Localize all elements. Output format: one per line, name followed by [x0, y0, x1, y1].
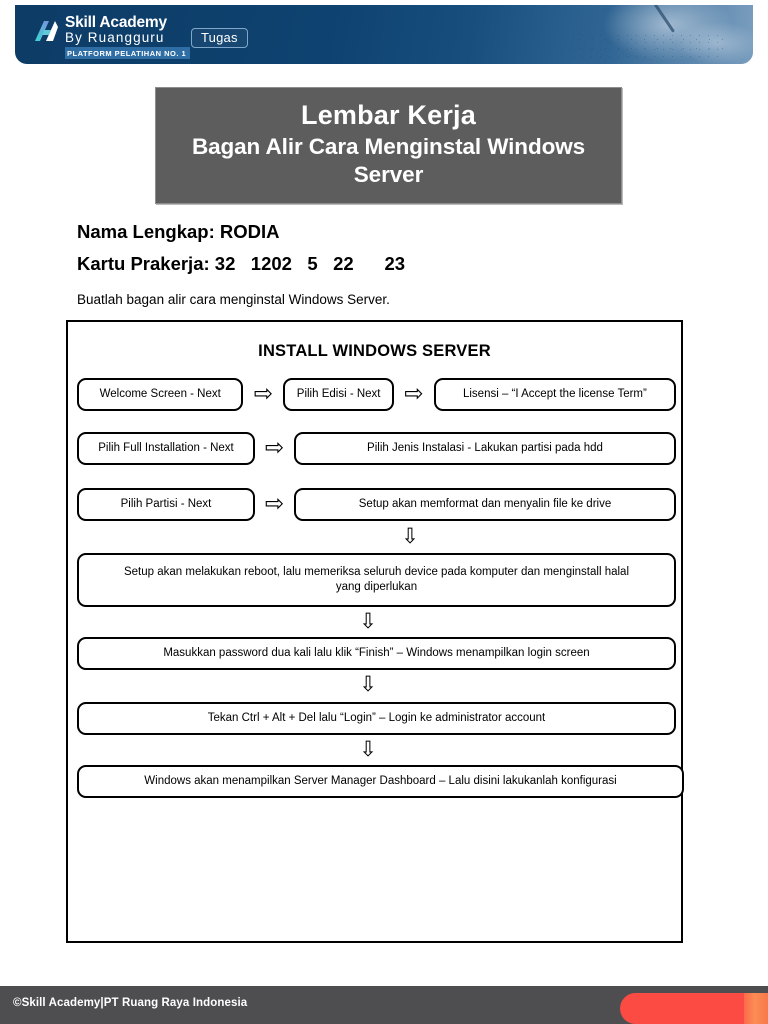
header-background-photo [453, 5, 753, 64]
flow-node-line-1: Setup akan melakukan reboot, lalu memeri… [123, 566, 629, 578]
skill-academy-logo-icon [33, 19, 59, 48]
paper-texture [573, 35, 723, 57]
instruction-text: Buatlah bagan alir cara menginstal Windo… [77, 292, 390, 307]
title-subtitle: Bagan Alir Cara Menginstal Windows Serve… [191, 134, 586, 187]
flow-node-password-finish: Masukkan password dua kali lalu klik “Fi… [77, 637, 676, 670]
title-main: Lembar Kerja [301, 100, 476, 130]
flow-node-reboot-device-check: Setup akan melakukan reboot, lalu memeri… [77, 553, 676, 607]
arrow-right-icon: ⇨ [253, 381, 274, 407]
full-name-field: Nama Lengkap: RODIA [77, 221, 280, 242]
arrow-down-icon: ⇩ [359, 737, 377, 761]
prakerja-card-field: Kartu Prakerja: 32 1202 5 22 23 [77, 253, 406, 274]
flow-node-pilih-partisi: Pilih Partisi - Next [77, 488, 255, 521]
arrow-right-icon: ⇨ [404, 381, 424, 407]
arrow-down-icon: ⇩ [359, 672, 377, 696]
footer-accent-pill [620, 993, 744, 1024]
flow-node-welcome-screen: Welcome Screen - Next [77, 378, 244, 411]
tugas-button[interactable]: Tugas [191, 28, 248, 48]
flow-row-2: Pilih Full Installation - Next ⇨ Pilih J… [77, 432, 676, 465]
flow-node-pilih-edisi: Pilih Edisi - Next [283, 378, 394, 411]
arrow-down-icon: ⇩ [359, 609, 377, 633]
footer-copyright: ©Skill Academy|PT Ruang Raya Indonesia [13, 997, 248, 1009]
page-footer: ©Skill Academy|PT Ruang Raya Indonesia [0, 986, 768, 1024]
worksheet-title-box: Lembar Kerja Bagan Alir Cara Menginstal … [155, 87, 622, 204]
flow-row-1: Welcome Screen - Next ⇨ Pilih Edisi - Ne… [77, 378, 676, 411]
pen-icon [649, 5, 675, 33]
flowchart-answer-area[interactable]: INSTALL WINDOWS SERVER Welcome Screen - … [66, 320, 684, 943]
logo-line-2: By Ruangguru [65, 30, 165, 45]
flow-node-server-manager-dashboard: Windows akan menampilkan Server Manager … [77, 765, 684, 798]
logo-line-1: Skill Academy [65, 14, 167, 31]
flow-node-format-salin-file: Setup akan memformat dan menyalin file k… [294, 488, 676, 521]
flow-node-jenis-instalasi: Pilih Jenis Instalasi - Lakukan partisi … [294, 432, 676, 465]
flow-node-ctrl-alt-del-login: Tekan Ctrl + Alt + Del lalu “Login” – Lo… [77, 702, 676, 735]
flow-node-full-installation: Pilih Full Installation - Next [77, 432, 255, 465]
arrow-right-icon: ⇨ [264, 435, 285, 461]
header-banner: Skill Academy By Ruangguru PLATFORM PELA… [15, 5, 753, 64]
footer-accent-stripe [744, 993, 768, 1024]
logo-badge: PLATFORM PELATIHAN NO. 1 [65, 47, 191, 59]
arrow-down-icon: ⇩ [401, 524, 419, 548]
flow-node-line-2: yang diperlukan [335, 581, 418, 593]
flowchart-title: INSTALL WINDOWS SERVER [258, 342, 491, 360]
arrow-right-icon: ⇨ [264, 491, 285, 517]
flow-row-3: Pilih Partisi - Next ⇨ Setup akan memfor… [77, 488, 676, 521]
brand-logo[interactable]: Skill Academy By Ruangguru PLATFORM PELA… [33, 14, 191, 59]
flow-node-lisensi: Lisensi – “I Accept the license Term” [433, 378, 676, 411]
